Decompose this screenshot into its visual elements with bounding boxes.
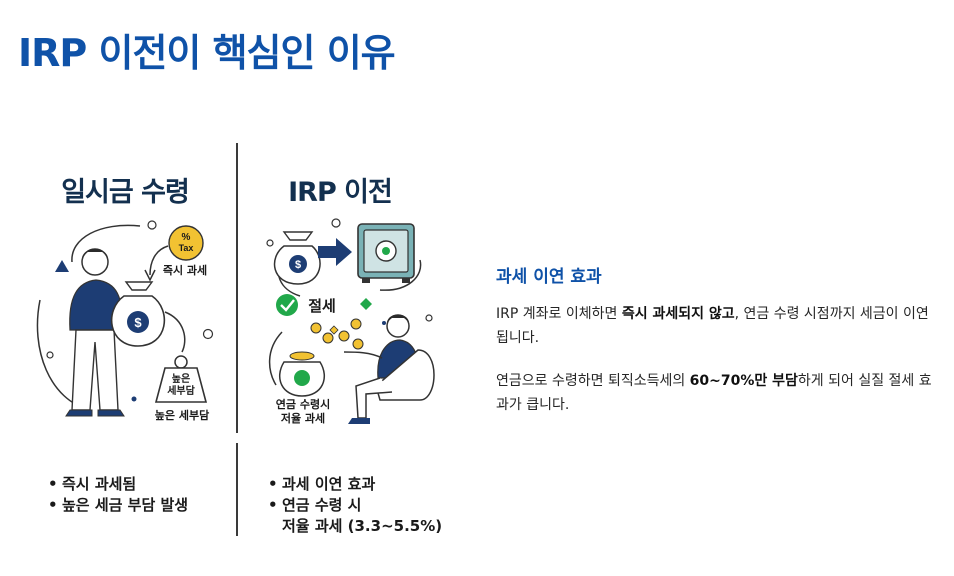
list-item: 과세 이연 효과 (268, 474, 468, 495)
p2-text-c: 하게 되어 실질 절세 효과가 큽니다. (496, 373, 932, 413)
cycle-arrow (379, 259, 422, 291)
high-burden-label: 높은 세부담 (154, 409, 210, 422)
p1-text-c: , 연금 수령 시점까지 세금이 이연됩니다. (496, 306, 929, 346)
triangle-icon (55, 260, 69, 272)
coins-icon (310, 318, 364, 350)
list-item-line1: 연금 수령 시 (282, 496, 362, 514)
list-item: 즉시 과세됨 (48, 474, 188, 495)
right-column-title: IRP 이전 (288, 177, 393, 208)
left-column-title: 일시금 수령 (61, 177, 190, 208)
dot-icon (382, 321, 386, 325)
panel-paragraph-1: IRP 계좌로 이체하면 즉시 과세되지 않고, 연금 수령 시점까지 세금이 … (496, 302, 936, 350)
pension-jar-icon (279, 351, 325, 397)
dot-icon (266, 239, 274, 247)
svg-text:$: $ (134, 315, 142, 330)
panel-paragraph-2: 연금으로 수령하면 퇴직소득세의 60~70%만 부담하게 되어 실질 절세 효… (496, 369, 936, 417)
dot-icon (331, 218, 341, 228)
jar-label-line1: 연금 수령시 (275, 398, 331, 411)
weight-icon (154, 355, 208, 403)
column-divider-top (236, 143, 238, 433)
weight-label-line1: 높은 (171, 374, 191, 385)
immediate-tax-label: 즉시 과세 (162, 264, 208, 277)
diamond-icon (329, 325, 339, 335)
diamond-icon (360, 298, 372, 310)
transfer-arrow-icon (318, 238, 352, 266)
dot-icon (131, 396, 137, 402)
right-bullet-list: 과세 이연 효과 연금 수령 시저율 과세 (3.3~5.5%) (268, 474, 468, 537)
money-bag-icon-left: $ (110, 281, 166, 347)
dot-icon (147, 220, 157, 230)
weight-label-line2: 세부담 (167, 386, 195, 397)
cycle-arrow (268, 331, 283, 386)
dot-icon (46, 351, 54, 359)
tax-coin-icon: % Tax (168, 225, 204, 261)
panel-title: 과세 이연 효과 (496, 267, 602, 287)
list-item: 높은 세금 부담 발생 (48, 495, 188, 516)
money-bag-icon-right: $ (273, 231, 321, 285)
cycle-arrow (71, 224, 141, 263)
page-title: IRP 이전이 핵심인 이유 (18, 31, 396, 75)
jar-label: 연금 수령시 저율 과세 (266, 398, 340, 426)
jar-label-line2: 저율 과세 (280, 412, 326, 425)
p1-highlight: 즉시 과세되지 않고 (621, 306, 735, 322)
column-divider-bottom (236, 443, 238, 536)
cycle-arrow (149, 245, 169, 276)
list-item-line2: 저율 과세 (3.3~5.5%) (282, 517, 443, 535)
cycle-arrow (164, 311, 186, 353)
check-icon (276, 294, 298, 316)
list-item: 연금 수령 시저율 과세 (3.3~5.5%) (268, 495, 468, 537)
tax-coin-percent: % (182, 232, 191, 243)
saving-label: 절세 (308, 297, 336, 315)
left-bullet-list: 즉시 과세됨 높은 세금 부담 발생 (48, 474, 188, 516)
person-figure-right (343, 314, 435, 424)
weight-label: 높은 세부담 (156, 374, 206, 398)
svg-text:$: $ (295, 259, 301, 271)
safe-icon (357, 223, 415, 283)
p2-highlight: 60~70%만 부담 (689, 373, 798, 389)
p2-text-a: 연금으로 수령하면 퇴직소득세의 (496, 373, 690, 389)
arrow-head-icon (144, 269, 156, 282)
dot-icon (425, 314, 433, 322)
p1-text-a: IRP 계좌로 이체하면 (496, 306, 622, 322)
tax-coin-text: Tax (179, 243, 194, 253)
dot-icon (202, 328, 214, 340)
